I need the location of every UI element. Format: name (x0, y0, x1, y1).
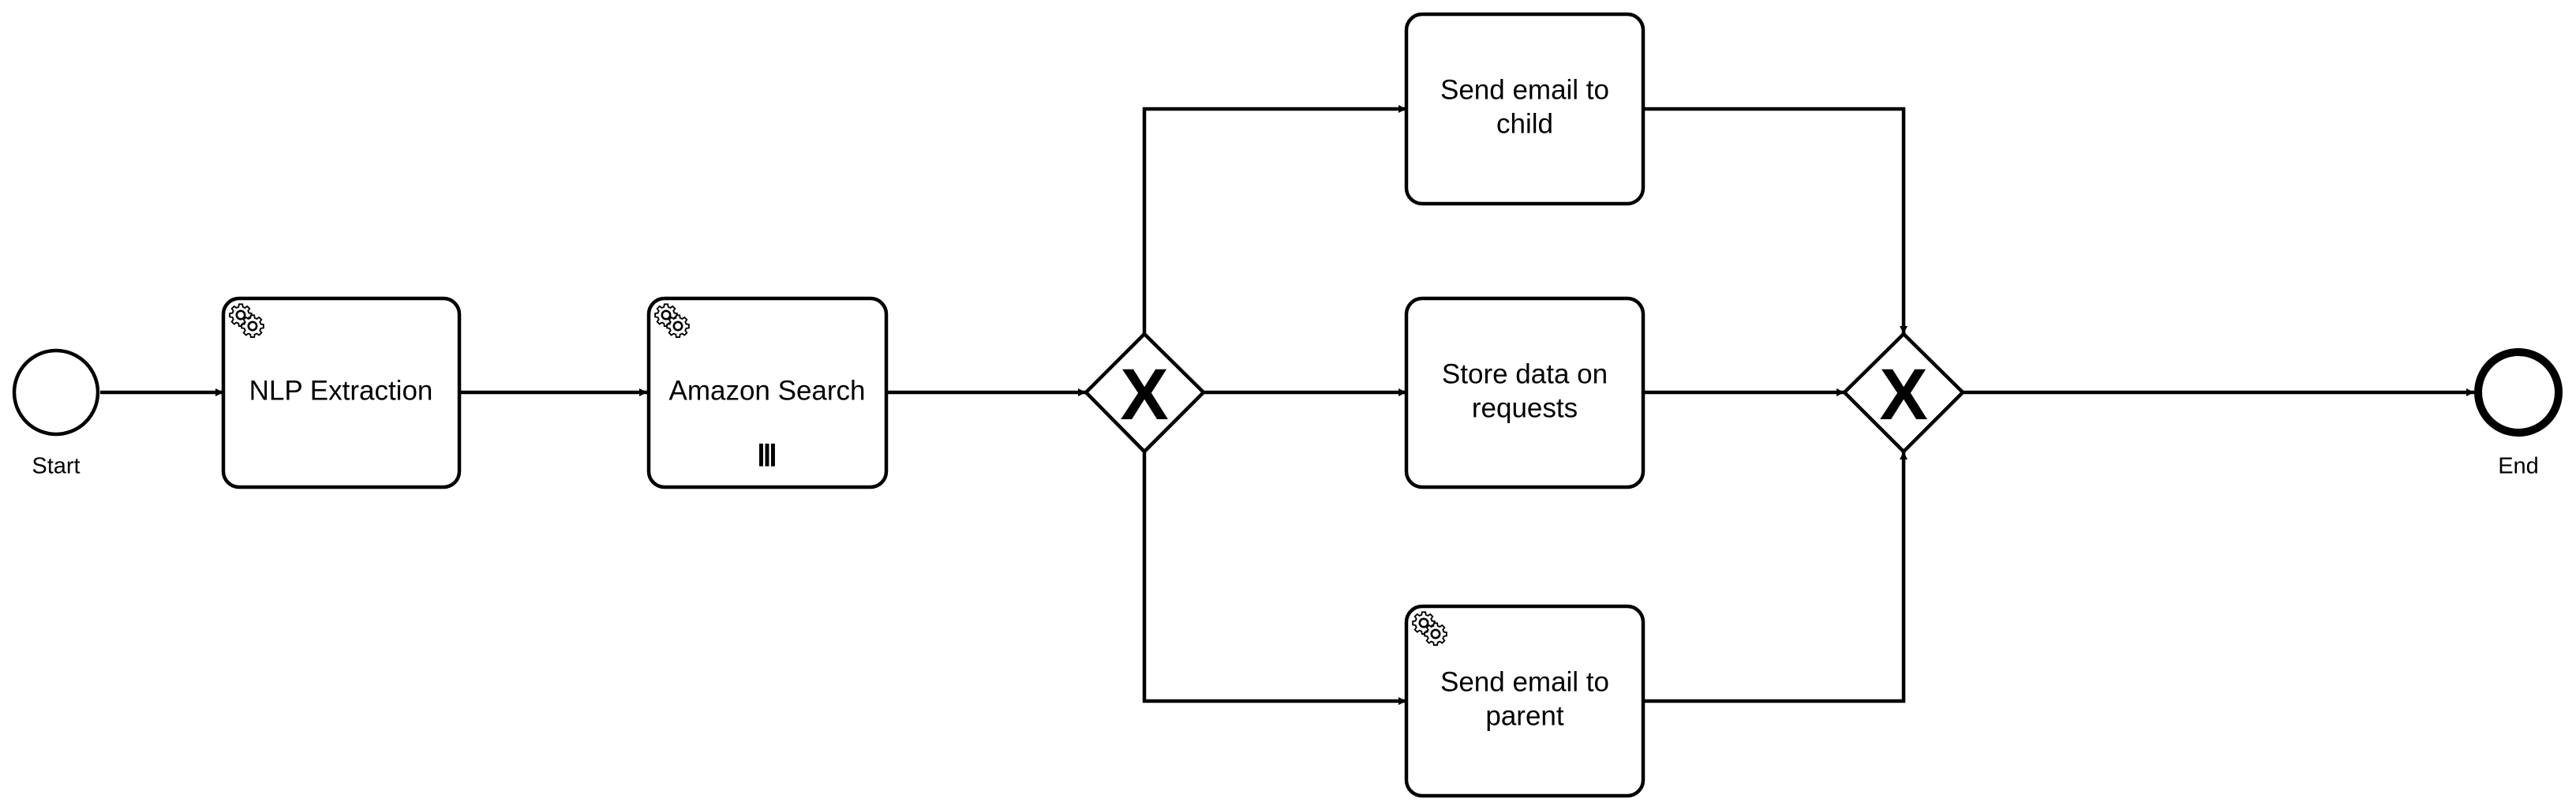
flow-split-gateway-to-send-email-child[interactable] (1142, 105, 1406, 334)
task-label-line-2: requests (1472, 392, 1578, 423)
parallel-multi-instance-marker-icon: Ⅲ (757, 440, 777, 473)
task-box[interactable] (1404, 296, 1646, 489)
exclusive-gateway-split[interactable]: X (1083, 331, 1207, 455)
task-label: NLP Extraction (249, 375, 433, 406)
task-send-email-to-child[interactable]: Send email to child (1404, 12, 1646, 206)
exclusive-gateway-join[interactable]: X (1841, 331, 1966, 455)
gateway-diamond[interactable] (1841, 331, 1966, 455)
task-label-line-2: child (1496, 108, 1553, 139)
start-event-label: Start (32, 454, 80, 479)
task-send-email-to-parent[interactable]: Send email to parent (1404, 604, 1646, 798)
exclusive-gateway-x-icon: X (1120, 354, 1168, 435)
task-store-data-on-requests[interactable]: Store data on requests (1404, 296, 1646, 489)
task-box[interactable] (1404, 604, 1646, 798)
task-box[interactable] (221, 296, 462, 489)
task-label: Amazon Search (668, 375, 865, 406)
task-label-line-1: Send email to (1440, 74, 1609, 105)
start-event[interactable]: Start (12, 348, 100, 479)
task-box[interactable] (646, 296, 889, 489)
flow-split-gateway-to-send-email-parent[interactable] (1142, 452, 1406, 705)
task-amazon-search[interactable]: Amazon Search Ⅲ (646, 296, 889, 489)
task-label-line-1: Send email to (1440, 666, 1609, 697)
sequence-flows (100, 105, 2474, 705)
start-event-circle[interactable] (12, 348, 100, 437)
end-event[interactable]: End (2474, 348, 2563, 479)
flow-send-email-parent-to-join-gateway[interactable] (1643, 452, 1908, 703)
exclusive-gateway-x-icon: X (1879, 354, 1927, 435)
task-label-line-2: parent (1485, 700, 1564, 731)
flow-send-email-child-to-join-gateway[interactable] (1643, 107, 1908, 334)
task-box[interactable] (1404, 12, 1646, 206)
end-event-circle[interactable] (2474, 348, 2563, 437)
task-nlp-extraction[interactable]: NLP Extraction (221, 296, 462, 489)
task-label-line-1: Store data on (1442, 358, 1608, 389)
gateway-diamond[interactable] (1083, 331, 1207, 455)
end-event-label: End (2498, 454, 2539, 479)
